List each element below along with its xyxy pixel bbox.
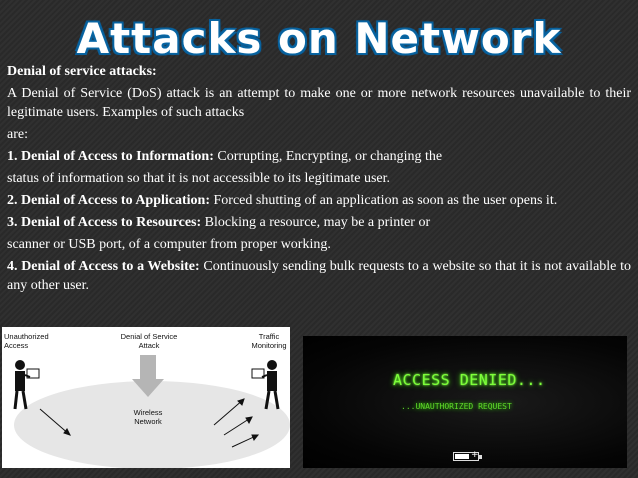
section-heading: Denial of service attacks: (7, 64, 157, 79)
slide-body: Denial of service attacks: A Denial of S… (7, 62, 631, 298)
list-item-continuation: scanner or USB port, of a computer from … (7, 237, 331, 252)
access-denied-image: ACCESS DENIED... ...UNAUTHORIZED REQUEST… (303, 336, 627, 468)
intro-line-2: are: (7, 127, 28, 142)
attack-arrow-shaft (140, 355, 156, 379)
item-text: Blocking a resource, may be a printer or (201, 215, 431, 230)
intro-line-1: A Denial of Service (DoS) attack is an a… (7, 86, 631, 120)
monitor-icon (251, 360, 280, 410)
unauthorized-request-text: ...UNAUTHORIZED REQUEST (401, 402, 512, 411)
list-item: 1. Denial of Access to Information: Corr… (7, 147, 631, 166)
battery-icon: + (453, 450, 482, 461)
item-label: 2. Denial of Access to Application: (7, 193, 210, 208)
traffic-arrows (39, 398, 260, 448)
access-denied-text: ACCESS DENIED... (393, 371, 546, 389)
label-traffic-monitoring: Traffic Monitoring (251, 332, 287, 350)
item-label: 3. Denial of Access to Resources: (7, 215, 202, 230)
label-dos-attack: Denial of Service Attack (120, 332, 178, 350)
item-text: Forced shutting of an application as soo… (210, 193, 558, 208)
attack-arrow-head (132, 379, 164, 397)
item-label: 4. Denial of Access to a Website: (7, 259, 200, 274)
label-wireless-network: Wireless Network (133, 408, 163, 426)
item-text: Corrupting, Encrypting, or changing the (213, 149, 443, 164)
list-item: 4. Denial of Access to a Website: Contin… (7, 257, 631, 295)
attacker-icon (13, 360, 40, 410)
list-item: 3. Denial of Access to Resources: Blocki… (7, 213, 631, 232)
intro-paragraph: A Denial of Service (DoS) attack is an a… (7, 84, 631, 122)
label-unauthorized-access: Unauthorized Access (4, 332, 49, 350)
network-ellipse (14, 381, 290, 468)
item-label: 1. Denial of Access to Information: (7, 149, 214, 164)
list-item-continuation: status of information so that it is not … (7, 171, 390, 186)
dos-diagram: Unauthorized Access Denial of Service At… (2, 327, 290, 468)
slide-title: Attacks on Network (76, 14, 562, 63)
item-text: Continuously sending bulk requests to a … (7, 259, 631, 293)
list-item: 2. Denial of Access to Application: Forc… (7, 191, 631, 210)
dos-diagram-drawing (13, 355, 290, 468)
